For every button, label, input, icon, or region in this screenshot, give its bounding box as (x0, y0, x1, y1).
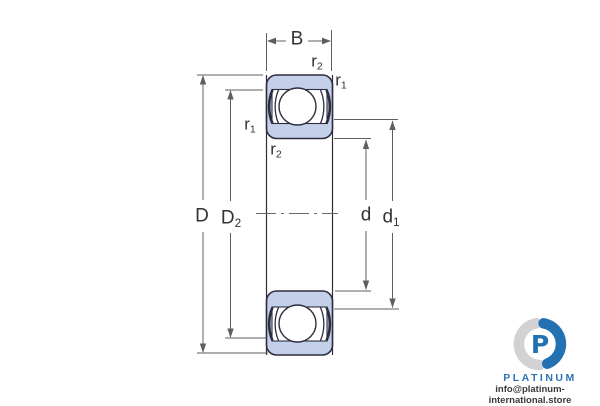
dim-label-D: D (195, 205, 209, 227)
dim-label-r2-left: r2 (270, 139, 282, 161)
logo-brand-text: PLATINUM (503, 372, 577, 384)
dim-label-d1: d1 (382, 206, 400, 229)
dimension-lines (197, 30, 399, 354)
logo-monogram: P (531, 330, 549, 359)
ball-bottom (278, 304, 317, 343)
seal-left-bottom (267, 306, 280, 342)
dimension-arrowheads (199, 37, 396, 353)
logo-center (527, 331, 553, 357)
dim-D (197, 74, 268, 354)
seal-right-top (319, 89, 332, 125)
dim-label-r2-top: r2 (311, 51, 323, 73)
bearing-section-bottom (265, 290, 334, 356)
dim-label-d: d (360, 204, 372, 226)
logo-swirl-icon (513, 318, 567, 371)
dim-label-r1-left: r1 (244, 114, 256, 136)
dim-label-D2: D2 (220, 207, 242, 230)
dim-label-r1-top-right: r1 (335, 70, 347, 92)
seal-left-top (267, 89, 280, 125)
dim-d1 (334, 119, 399, 310)
dim-D2 (225, 89, 266, 339)
dim-label-B: B (290, 28, 304, 50)
dim-d (334, 138, 371, 292)
seal-right-bottom (319, 306, 332, 342)
logo-email-text: info@platinum-international.store (488, 384, 572, 406)
ball-top (278, 87, 317, 126)
bearing-section-top (265, 74, 334, 140)
platinum-logo: P (513, 318, 567, 371)
